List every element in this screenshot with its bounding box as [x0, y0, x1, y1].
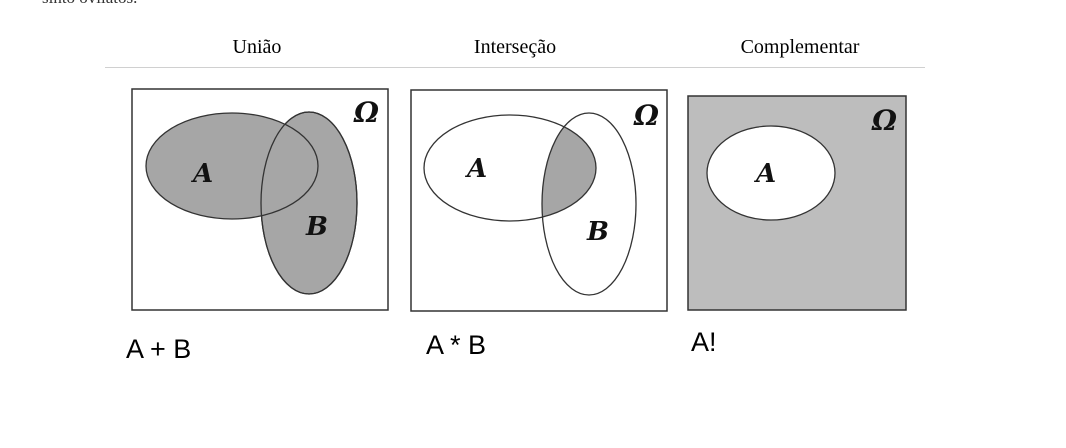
heading-union: União — [232, 36, 282, 58]
label-a-union: A — [190, 159, 213, 189]
expression-intersection: A * B — [426, 330, 487, 360]
universe-box-intersection — [410, 89, 668, 312]
heading-divider — [105, 67, 925, 68]
omega-intersection: Ω — [633, 99, 659, 132]
label-b-intersection: B — [586, 217, 609, 247]
label-b-union: B — [305, 212, 328, 242]
heading-intersection: Interseção — [473, 36, 557, 58]
set-b-ellipse-intersection — [541, 112, 637, 296]
heading-complement: Complementar — [740, 36, 860, 58]
expression-union: A + B — [126, 334, 192, 364]
complement-diagram: A Ω — [687, 95, 907, 311]
omega-union: Ω — [353, 96, 379, 129]
set-b-outline-union — [260, 111, 358, 295]
label-a-complement: A — [753, 159, 776, 189]
set-a-ellipse-intersection — [423, 114, 597, 222]
set-a-ellipse-union — [145, 112, 319, 220]
union-diagram: A B Ω — [131, 88, 389, 311]
cropped-text-line: sinto ovilatos. — [42, 0, 137, 8]
expression-complement: A! — [691, 327, 717, 357]
intersection-diagram: A B Ω — [410, 89, 668, 312]
omega-complement: Ω — [871, 104, 897, 137]
label-a-intersection: A — [464, 154, 487, 184]
set-a-ellipse-complement — [706, 125, 836, 221]
